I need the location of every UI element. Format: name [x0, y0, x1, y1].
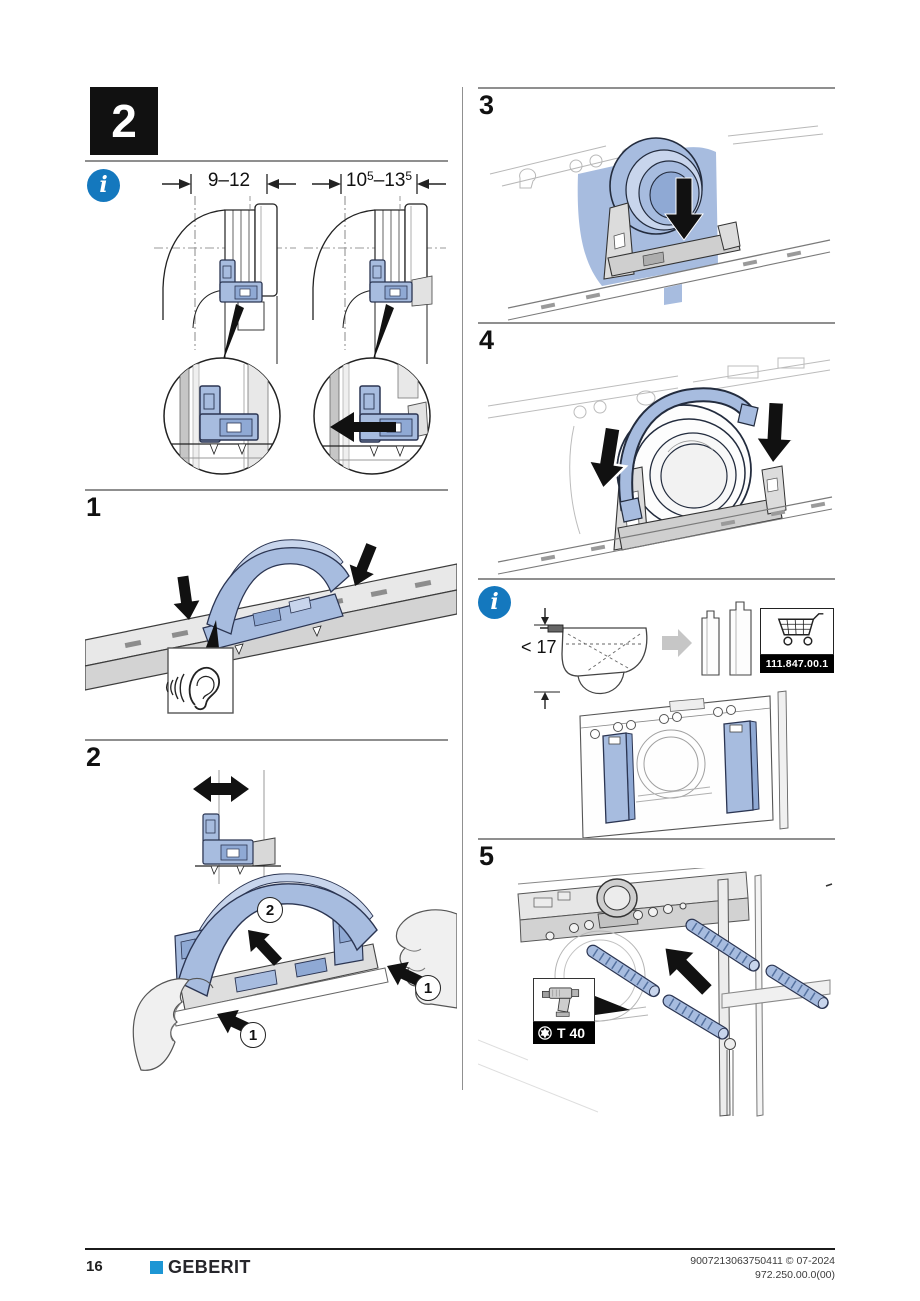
screw-in-arrow-icon [662, 945, 716, 999]
dimension-value: 9–12 [207, 170, 251, 191]
document-identifiers: 9007213063750411 © 07-2024 972.250.00.0(… [515, 1254, 835, 1282]
spacer-bracket [729, 601, 752, 676]
insert-arrow-icon [664, 177, 704, 241]
clamp-detail-view [314, 363, 429, 474]
spacer-bracket [701, 610, 720, 676]
shopping-cart-icon [777, 612, 824, 646]
dimension-label-left: 9–12 [191, 170, 267, 192]
doc-number: 9007213063750411 © 07-2024 [690, 1255, 835, 1267]
dim-arrow-icon [541, 617, 549, 625]
step-2-number: 2 [86, 742, 102, 772]
torx-icon [538, 1026, 552, 1040]
divider [85, 489, 448, 491]
step-1-illustration [85, 539, 457, 714]
divider [478, 87, 835, 89]
column-divider [462, 87, 463, 1090]
step-4-number: 4 [479, 325, 495, 355]
torx-size-label: T 40 [533, 1022, 595, 1044]
press-arrow-icon [752, 400, 796, 467]
threaded-rod [586, 944, 661, 998]
dim-arrow-icon [541, 692, 549, 700]
step-4-illustration [487, 357, 833, 575]
elbow-diagram-left [154, 174, 296, 475]
move-arrow-icon [248, 930, 283, 966]
callout-2: 2 [257, 897, 283, 923]
frame-sketch [487, 357, 831, 535]
divider [85, 739, 448, 741]
callout-pointer [372, 304, 394, 364]
info-icon-glyph: i [99, 171, 108, 198]
divider [478, 322, 835, 324]
dim-arrow-icon [417, 179, 429, 189]
section-number: 2 [111, 95, 137, 147]
pipe-saddle [177, 883, 378, 998]
brand-logo: GEBERIT [150, 1257, 251, 1278]
hand-left [132, 977, 214, 1071]
threaded-rod [765, 964, 829, 1010]
screw-holes [590, 705, 736, 739]
step-5-illustration [478, 868, 833, 1117]
order-item-box [760, 608, 834, 655]
step-3-number: 3 [479, 90, 495, 120]
tool-box [533, 978, 595, 1022]
drill-icon [542, 987, 580, 1017]
click-sound-box [167, 647, 234, 714]
elbow-diagram-right [304, 174, 446, 475]
dim-arrow-icon [179, 179, 191, 189]
footer-rule [85, 1248, 835, 1250]
page-number: 16 [86, 1258, 103, 1275]
divider [478, 578, 835, 580]
step-2-illustration [132, 770, 457, 1071]
doc-version: 972.250.00.0(00) [755, 1269, 835, 1281]
step-1-number: 1 [86, 492, 102, 522]
step-3-illustration [489, 125, 831, 321]
dimension-label-right: 105–135 [345, 169, 413, 191]
divider [85, 160, 448, 162]
tool-pointer [595, 996, 630, 1015]
press-arrow-icon [586, 425, 629, 492]
clamp-detail-view [164, 363, 278, 474]
info-icon-glyph: i [490, 588, 499, 615]
threaded-rod [685, 918, 760, 972]
brand-logo-square [150, 1261, 163, 1274]
rail-slots [540, 250, 802, 310]
spacer-bracket-installed [723, 720, 754, 814]
result-arrow-icon [662, 629, 692, 657]
ear-icon [165, 666, 220, 711]
callout-1: 1 [240, 1022, 266, 1048]
divider [478, 838, 835, 840]
info-icon: i [87, 169, 120, 202]
section-number-box: 2 [90, 87, 158, 155]
spacer-bracket-installed [602, 732, 630, 824]
dim-arrow-icon [329, 179, 341, 189]
rail-slots [540, 501, 826, 562]
callout-pointer [222, 304, 244, 364]
info-icon: i [478, 586, 511, 619]
callout-pointer [205, 620, 219, 650]
threaded-rod [662, 994, 729, 1040]
step-5-number: 5 [479, 841, 495, 871]
slide-double-arrow-icon [193, 776, 249, 802]
ceramic-sketch [540, 624, 648, 695]
info-note-illustration [534, 601, 789, 838]
callout-1: 1 [415, 975, 441, 1001]
press-arrow-icon [349, 543, 377, 586]
brand-logo-text: GEBERIT [168, 1257, 251, 1277]
shift-arrow-icon [330, 412, 396, 442]
screw-holes [545, 902, 687, 941]
press-arrow-icon [173, 575, 200, 620]
height-dimension-label: < 17 [521, 637, 557, 657]
article-number-label: 111.847.00.1 [760, 655, 834, 673]
dim-arrow-icon [267, 179, 279, 189]
